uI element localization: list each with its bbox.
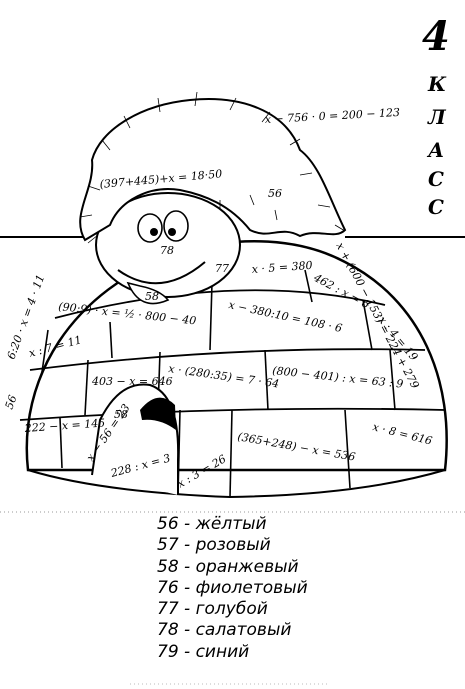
grade-letter-1: К xyxy=(427,72,447,96)
legend-item: 58 - оранжевый xyxy=(157,556,299,577)
legend-item: 79 - синий xyxy=(157,641,250,662)
color-legend: 56 - жёлтый 57 - розовый 58 - оранжевый … xyxy=(157,514,308,663)
grade-letter-4: С xyxy=(428,167,444,191)
equation-222: 222 − x = 145 xyxy=(23,416,105,435)
block-row-2 xyxy=(29,348,426,371)
grade-number: 4 xyxy=(422,13,450,60)
number-77: 77 xyxy=(215,262,229,275)
legend-item: 57 - розовый xyxy=(157,535,271,556)
fur-hat xyxy=(79,98,347,242)
left-eye xyxy=(137,213,163,243)
grade-letter-2: Л xyxy=(427,105,447,129)
equation-top: x − 756 · 0 = 200 − 123 xyxy=(264,106,400,126)
equation-380: x · 5 = 380 xyxy=(251,259,313,276)
grade-letter-5: С xyxy=(428,195,444,219)
equation-403: 403 − x = 646 xyxy=(91,375,173,388)
fur-strokes xyxy=(79,91,346,244)
number-eye: 78 xyxy=(160,244,174,257)
block-row-1 xyxy=(54,289,386,319)
number-58b: 58 xyxy=(114,408,128,421)
legend-item: 56 - жёлтый xyxy=(157,514,267,534)
number-hat: 56 xyxy=(268,187,282,200)
tongue xyxy=(126,281,170,305)
legend-item: 78 - салатовый xyxy=(157,620,292,641)
face xyxy=(95,192,241,298)
grade-letter-3: А xyxy=(426,138,444,162)
igloo-base xyxy=(27,469,446,499)
number-56: 56 xyxy=(3,393,20,411)
mouth xyxy=(117,261,206,285)
legend-item: 77 - голубой xyxy=(157,599,268,620)
number-58a: 58 xyxy=(145,290,159,303)
door-opening xyxy=(140,397,176,430)
right-eye xyxy=(163,210,189,242)
legend-item: 76 - фиолетовый xyxy=(157,577,308,598)
